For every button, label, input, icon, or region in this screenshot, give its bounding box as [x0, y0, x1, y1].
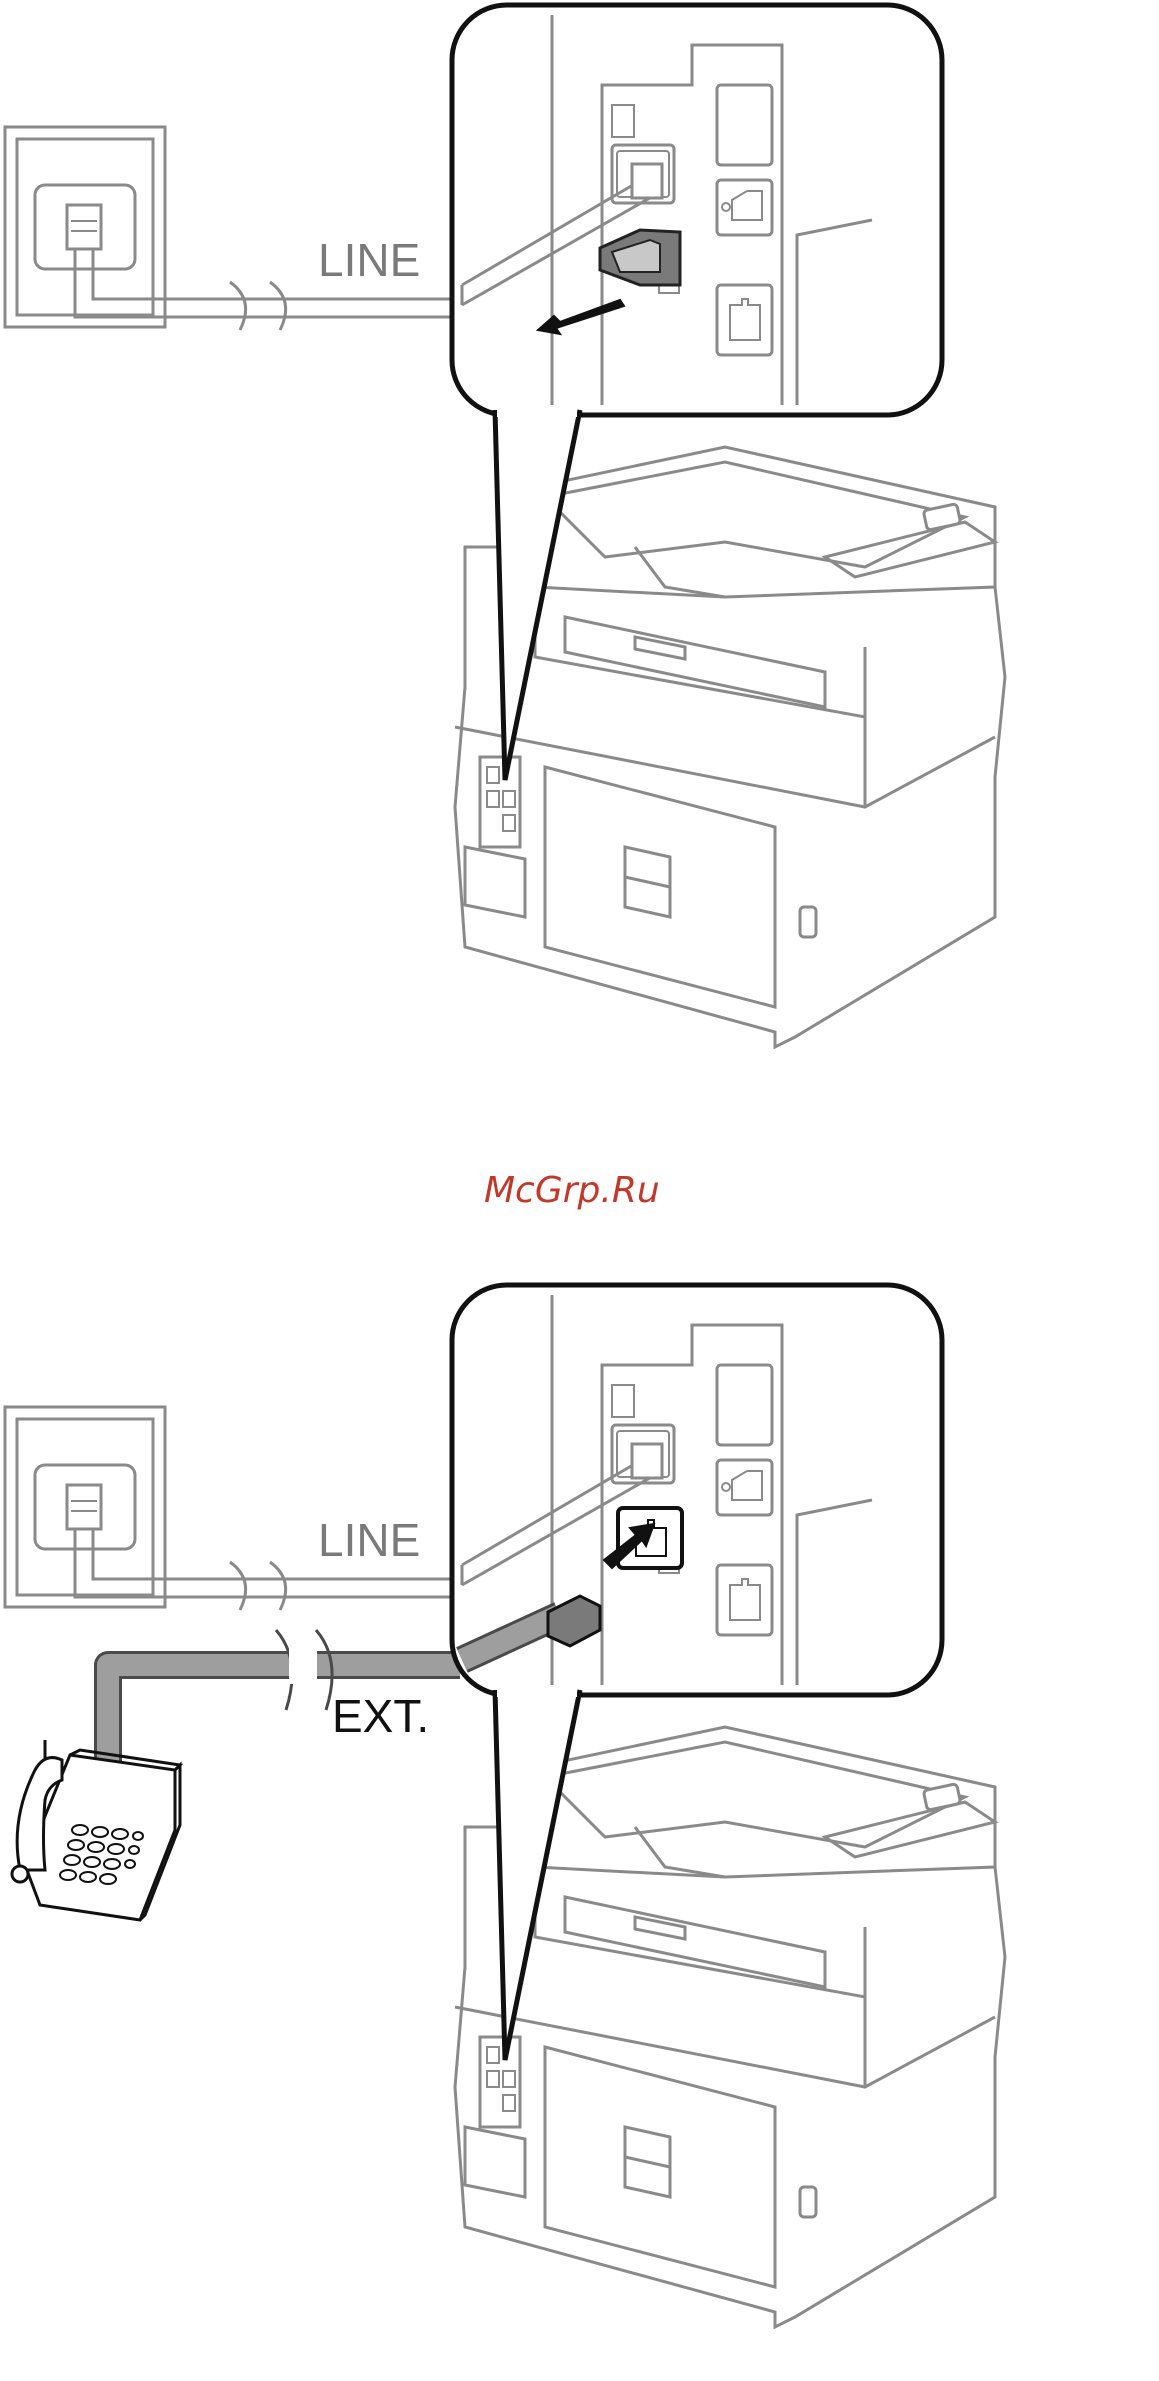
wall-jack-icon — [5, 1407, 235, 1607]
ext-port-icon — [618, 1508, 682, 1568]
step1-diagram: LINE — [5, 5, 1005, 1047]
telephone-icon — [0, 1740, 180, 1920]
line-cable — [230, 282, 450, 330]
watermark: McGrp.Ru — [484, 1170, 660, 1211]
line-cable — [230, 1562, 450, 1610]
line-label: LINE — [318, 234, 420, 286]
step2-diagram: LINE EXT. — [0, 1285, 1005, 2327]
ext-label: EXT. — [332, 1690, 429, 1742]
wall-jack-icon — [5, 127, 235, 327]
line-label: LINE — [318, 1514, 420, 1566]
